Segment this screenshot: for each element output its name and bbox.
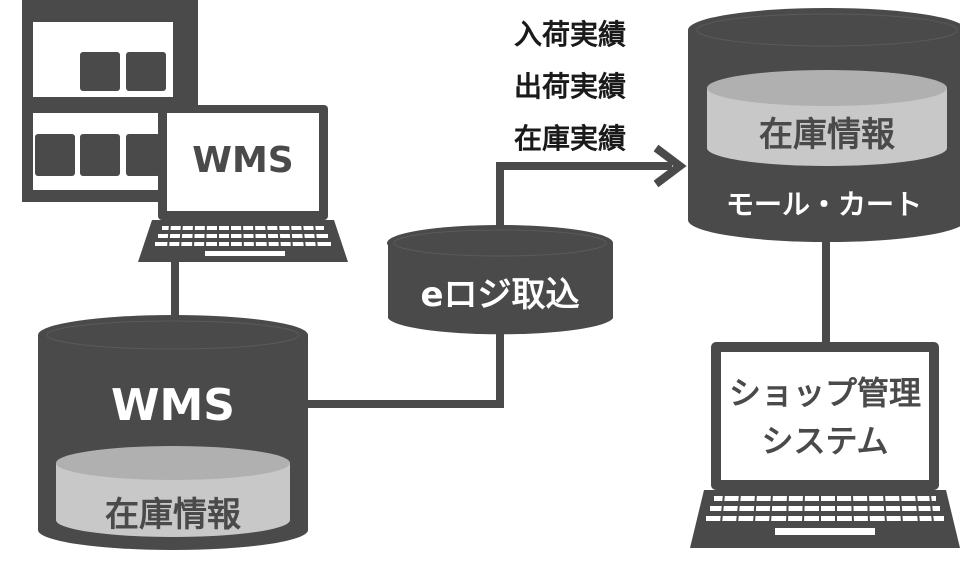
shop-laptop-icon xyxy=(690,342,960,548)
shelf-box xyxy=(80,52,120,91)
mall-inventory-label: 在庫情報 xyxy=(759,115,895,155)
shelf-box xyxy=(126,134,160,176)
shelf-box xyxy=(126,52,166,91)
shelf-box xyxy=(35,134,75,176)
arrow-head xyxy=(653,144,687,188)
warehouse-laptop-icon xyxy=(138,105,348,262)
mall-cart-label: モール・カート xyxy=(726,188,922,221)
shop-pc-screen-line2: システム xyxy=(761,422,888,460)
wms-database-icon xyxy=(38,315,308,550)
data-flow-labels: 入荷実績 出荷実績 在庫実績 xyxy=(514,18,626,155)
flow-label-shipment: 出荷実績 xyxy=(514,70,626,103)
connector-lines xyxy=(171,162,830,408)
shelf-box xyxy=(80,134,120,176)
mall-cart-database-icon xyxy=(688,8,960,242)
connector-wms-db-to-elogi xyxy=(308,322,504,408)
connector-elogi-to-mall xyxy=(496,162,672,228)
wms-database-inventory-label: 在庫情報 xyxy=(105,495,241,535)
flow-label-arrival: 入荷実績 xyxy=(514,18,626,51)
elogi-import-label: eロジ取込 xyxy=(420,275,579,315)
elogi-database-icon xyxy=(387,225,613,335)
wms-database-title: WMS xyxy=(111,380,235,431)
flow-label-stock: 在庫実績 xyxy=(514,122,626,155)
warehouse-pc-screen-label: WMS xyxy=(192,140,293,181)
shop-pc-screen-line1: ショップ管理 xyxy=(729,374,921,412)
warehouse-shelf-icon xyxy=(22,0,198,202)
